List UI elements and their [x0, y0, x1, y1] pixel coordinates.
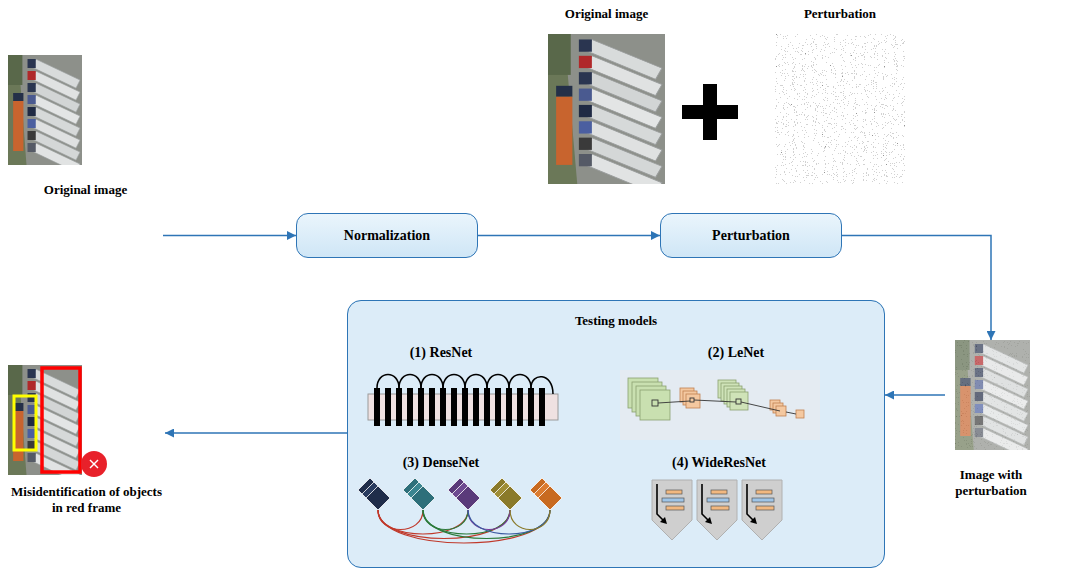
box-label: Perturbation — [712, 228, 790, 244]
red-frame — [42, 368, 80, 472]
densenet-figure — [358, 478, 562, 543]
image-caption: Perturbation — [775, 6, 905, 22]
model-node: (3) DenseNet — [371, 455, 511, 475]
process-box: Perturbation — [660, 213, 842, 258]
box-label: Normalization — [344, 228, 430, 244]
flow-arrow — [885, 394, 945, 396]
model-label: (3) DenseNet — [403, 455, 480, 470]
model-node: (4) WideResNet — [644, 455, 794, 475]
group-box: Testing models (1) ResNet (2) LeNet (3) Den… — [347, 300, 885, 568]
flow-arrow — [165, 432, 347, 434]
image-node: Original image — [548, 6, 665, 184]
noise-image — [775, 34, 905, 184]
resnet-figure — [368, 375, 558, 427]
image-node: Original image — [8, 55, 163, 245]
image-caption: Original image — [548, 6, 665, 22]
image-caption: Image with perturbation — [945, 467, 1037, 500]
flow-arrow — [163, 235, 296, 237]
group-title: Testing models — [348, 301, 884, 329]
flow-arrow — [842, 236, 991, 341]
model-node: (2) LeNet — [666, 345, 806, 365]
model-node: (1) ResNet — [371, 345, 511, 365]
group-fill — [347, 300, 885, 568]
model-label: (1) ResNet — [410, 345, 473, 360]
satellite-image — [8, 55, 82, 172]
image-node: Misidentification of objects in red fram… — [8, 365, 165, 525]
noise-overlay — [955, 340, 1030, 450]
image-node: Image with perturbation — [945, 340, 1037, 510]
satellite-image — [8, 365, 82, 482]
wideresnet-figure — [652, 480, 782, 540]
model-label: (2) LeNet — [708, 345, 764, 360]
error-mark — [81, 451, 107, 477]
lenet-figure — [620, 370, 820, 440]
plus-sign — [682, 84, 738, 140]
image-node: Perturbation — [775, 6, 905, 184]
yellow-frame — [14, 396, 36, 450]
satellite-image — [955, 340, 1030, 457]
image-caption: Original image — [8, 182, 163, 198]
process-box: Normalization — [296, 213, 478, 258]
flow-arrow — [478, 235, 660, 237]
image-caption: Misidentification of objects in red fram… — [8, 484, 165, 517]
model-label: (4) WideResNet — [672, 455, 766, 470]
satellite-image — [548, 34, 665, 194]
